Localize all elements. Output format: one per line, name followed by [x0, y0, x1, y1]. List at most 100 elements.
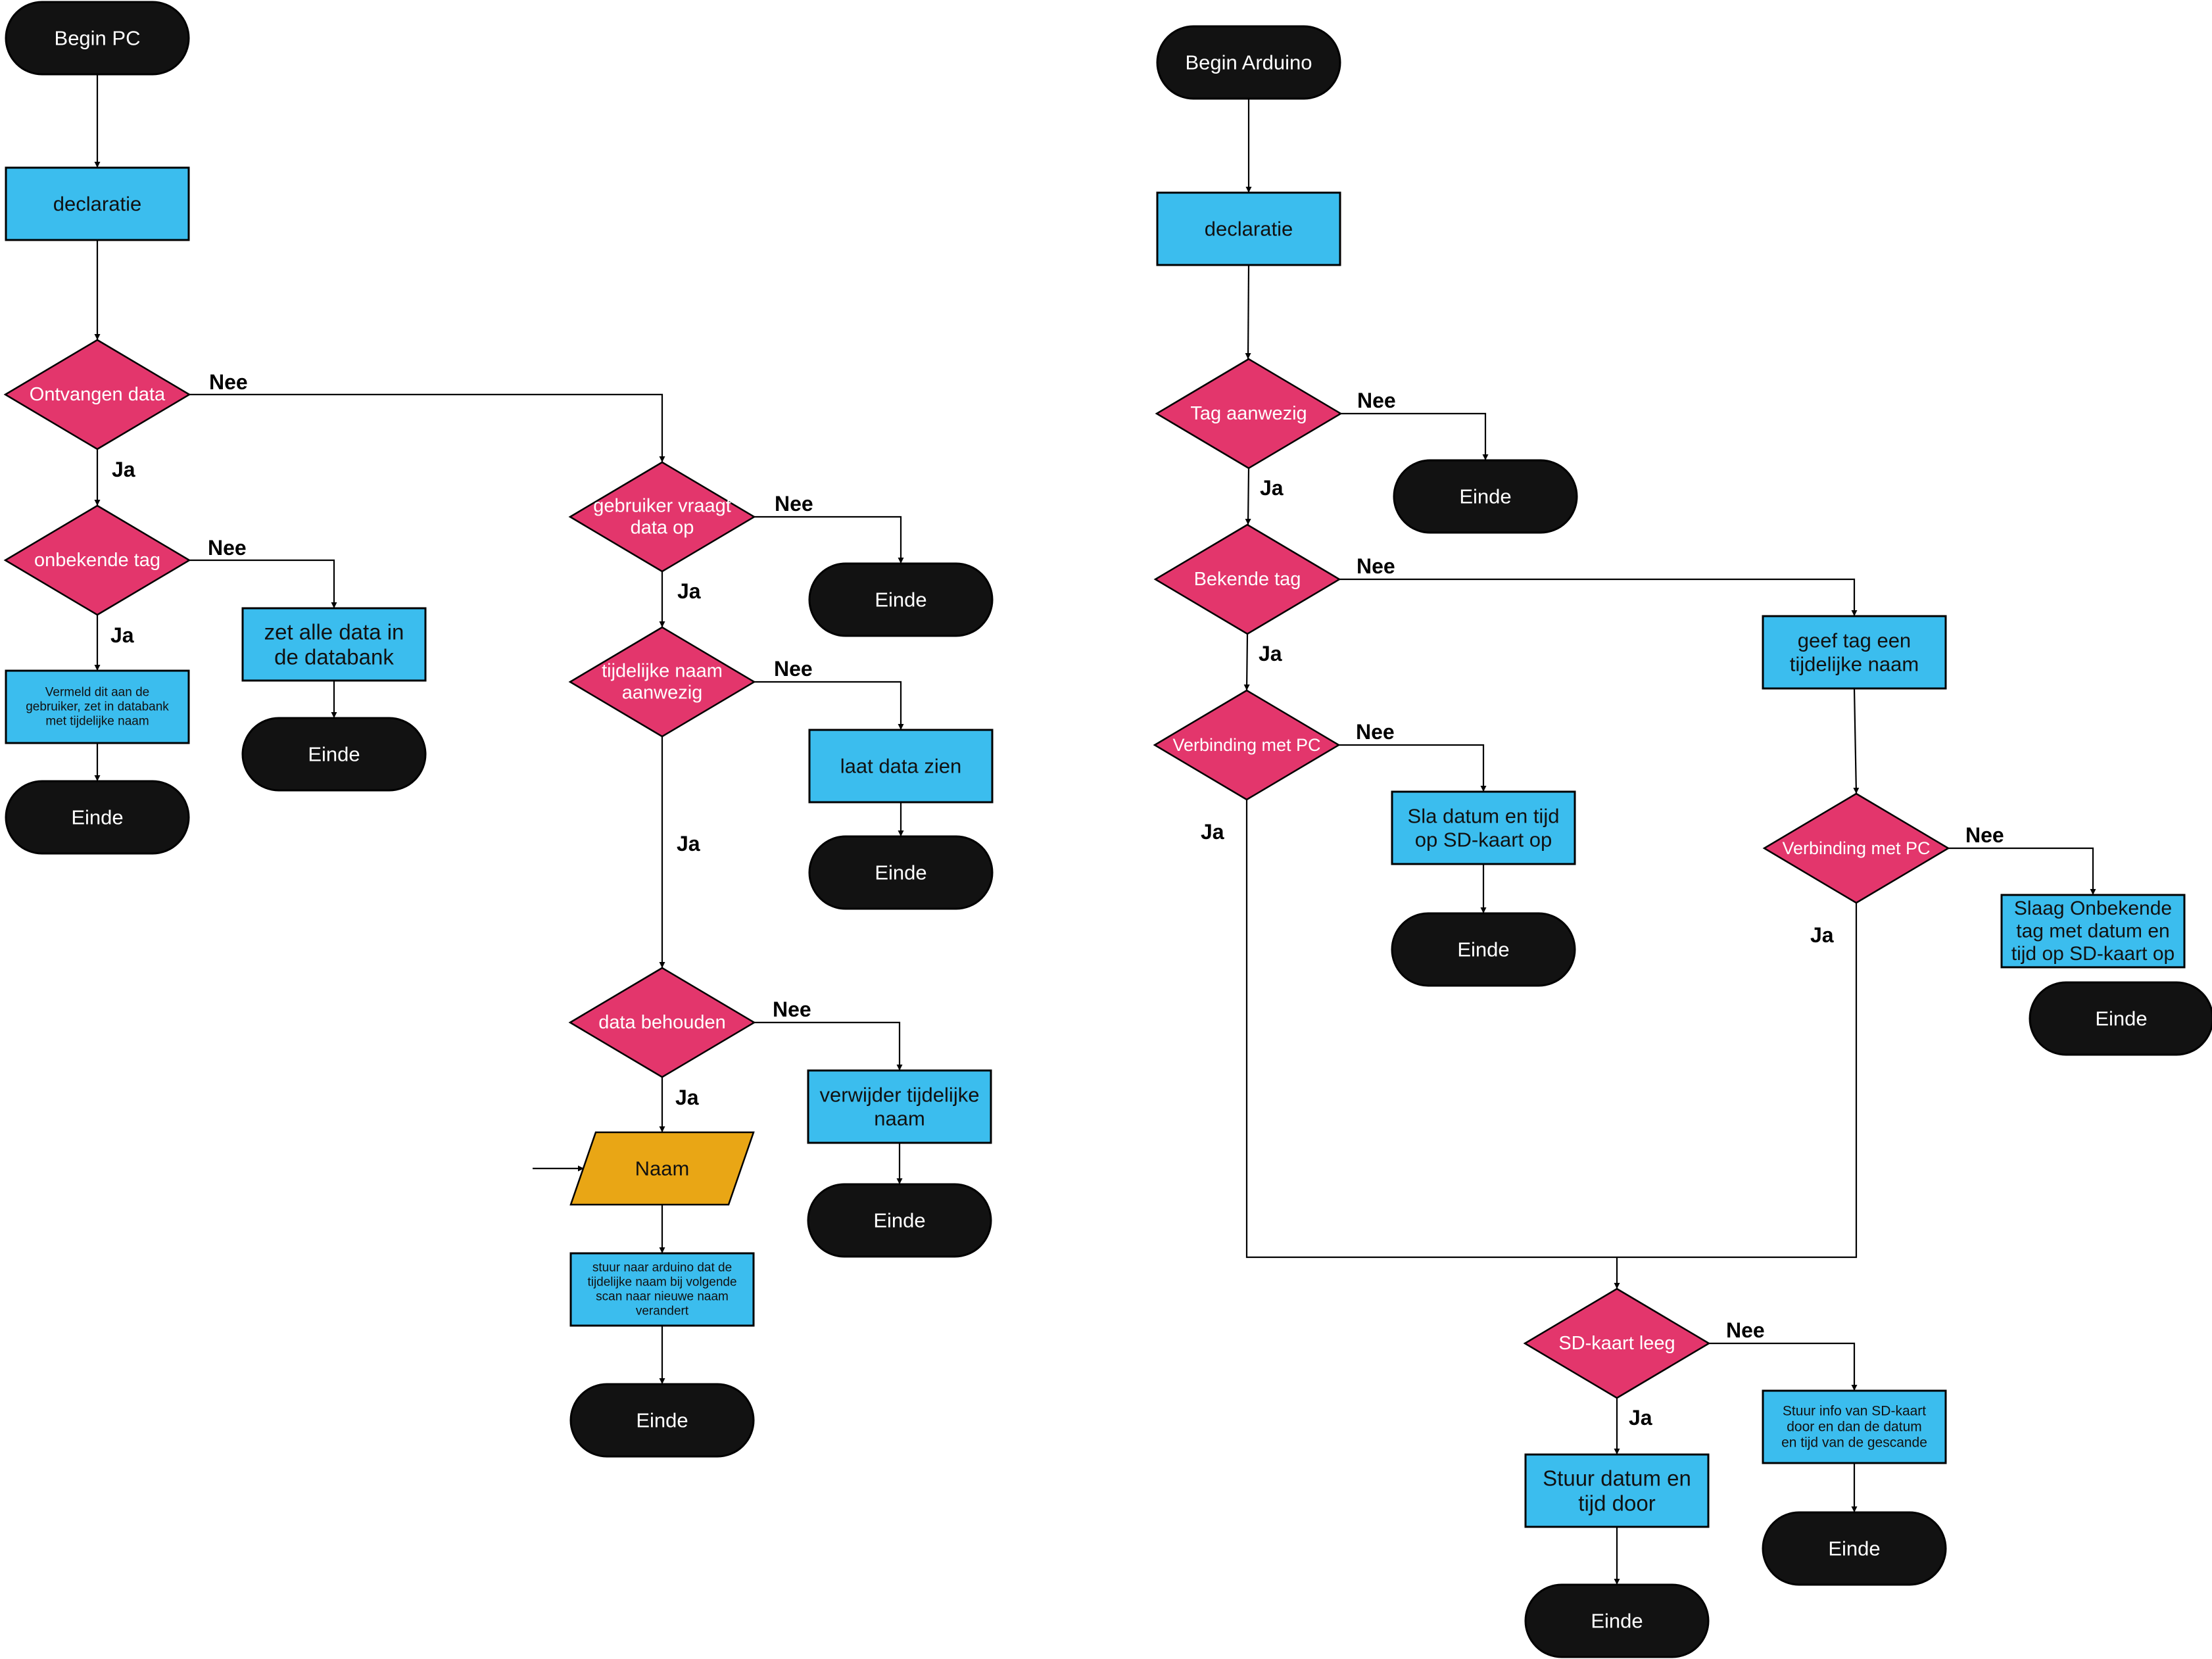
ard-einde-slaag-label: Einde	[2095, 1007, 2147, 1030]
pc-begin-shape	[5, 1, 190, 76]
pc-begin-label: Begin PC	[55, 27, 141, 50]
pc-einde-databank-shape	[241, 717, 427, 792]
connector-30	[1245, 800, 1858, 1259]
pc-stuur-arduino-label-3: scan naar nieuwe naam	[596, 1289, 729, 1303]
ard-bekende-tag-shape	[1153, 523, 1341, 635]
ard-declaratie-shape	[1156, 191, 1341, 266]
ard-begin-label: Begin Arduino	[1185, 51, 1312, 74]
ard-einde-tag-shape	[1393, 459, 1578, 534]
ard-verbinding-pc-2[interactable]: Verbinding met PC	[1762, 792, 1950, 904]
pc-zet-alle-data[interactable]: zet alle data inde databank	[241, 607, 427, 682]
ard-verbinding-pc-2-label: Verbinding met PC	[1782, 838, 1930, 858]
pc-einde-stuur-label: Einde	[636, 1409, 688, 1432]
ard-sla-datum-label-1: Sla datum en tijd	[1408, 805, 1560, 828]
pc-data-behouden-ja-label: Ja	[675, 1086, 699, 1109]
pc-zet-alle-data-shape	[241, 607, 427, 682]
pc-stuur-arduino-label-1: stuur naar arduino dat de	[592, 1261, 732, 1275]
pc-zet-alle-data-label-1: zet alle data in	[264, 620, 404, 644]
pc-einde-vermeld[interactable]: Einde	[5, 780, 190, 855]
ard-tag-aanwezig[interactable]: Tag aanwezig	[1155, 358, 1343, 469]
ard-bekende-tag-label: Bekende tag	[1194, 569, 1301, 590]
decision-branch-labels: NeeJaNeeJaNeeJaNeeJaNeeJaNeeJaNeeJaNeeJa…	[110, 370, 2004, 1430]
ard-einde-tag[interactable]: Einde	[1393, 459, 1578, 534]
pc-tijdelijke-naam-shape	[568, 626, 756, 738]
ard-stuur-info-shape	[1762, 1389, 1947, 1464]
connector-21	[1245, 264, 1251, 360]
pc-einde-databank[interactable]: Einde	[241, 717, 427, 792]
pc-vermeld-shape	[5, 669, 190, 744]
pc-ontvangen-data[interactable]: Ontvangen data	[3, 339, 191, 450]
pc-einde-vermeld-label: Einde	[71, 806, 123, 829]
connector-4	[189, 393, 665, 462]
pc-onbekende-tag[interactable]: onbekende tag	[3, 504, 191, 616]
pc-einde-vermeld-shape	[5, 780, 190, 855]
ard-einde-sla-shape	[1391, 912, 1576, 987]
pc-einde-vraagt-label: Einde	[875, 589, 926, 612]
pc-einde-verwijder[interactable]: Einde	[807, 1183, 992, 1258]
pc-naam[interactable]: Naam	[569, 1131, 755, 1206]
ard-verbinding-pc-2-shape	[1762, 792, 1950, 904]
ard-stuur-datum-shape	[1524, 1453, 1710, 1528]
ard-declaratie[interactable]: declaratie	[1156, 191, 1341, 266]
ard-geef-tag-label-2: tijdelijke naam	[1790, 652, 1919, 675]
pc-data-behouden-label: data behouden	[598, 1012, 726, 1033]
pc-einde-vraagt-shape	[808, 562, 994, 637]
ard-tag-aanwezig-label: Tag aanwezig	[1190, 403, 1307, 424]
pc-data-behouden-shape	[568, 967, 756, 1078]
pc-onbekende-tag-shape	[3, 504, 191, 616]
ard-einde-stuur-datum[interactable]: Einde	[1524, 1583, 1710, 1658]
pc-einde-stuur[interactable]: Einde	[569, 1383, 755, 1458]
ard-slaag-onbekende-label-1: Slaag Onbekende	[2014, 898, 2172, 919]
ard-einde-info[interactable]: Einde	[1762, 1511, 1947, 1586]
pc-stuur-arduino-shape	[569, 1252, 755, 1327]
pc-einde-vraagt[interactable]: Einde	[808, 562, 994, 637]
ard-einde-info-label: Einde	[1828, 1537, 1880, 1560]
pc-verwijder-shape	[807, 1069, 992, 1144]
ard-einde-info-shape	[1762, 1511, 1947, 1586]
pc-gebruiker-vraagt-label-2: data op	[631, 517, 694, 539]
pc-ontvangen-data-shape	[3, 339, 191, 450]
pc-declaratie-shape	[5, 166, 190, 241]
ard-einde-slaag[interactable]: Einde	[2029, 981, 2212, 1056]
pc-laat-data-zien-shape	[808, 729, 994, 804]
ard-bekende-tag[interactable]: Bekende tag	[1153, 523, 1341, 635]
ard-begin[interactable]: Begin Arduino	[1156, 25, 1341, 100]
ard-begin-shape	[1156, 25, 1341, 100]
pc-gebruiker-vraagt-label-1: gebruiker vraagt	[593, 495, 731, 516]
pc-stuur-arduino-label-2: tijdelijke naam bij volgende	[587, 1276, 736, 1289]
connector-9	[754, 516, 904, 564]
ard-einde-stuur-datum-shape	[1524, 1583, 1710, 1658]
pc-gebruiker-vraagt-ja-label: Ja	[677, 579, 701, 603]
ard-verbinding-pc-1[interactable]: Verbinding met PC	[1153, 689, 1341, 801]
ard-einde-sla[interactable]: Einde	[1391, 912, 1576, 987]
ard-stuur-info-label-3: en tijd van de gescande	[1781, 1435, 1927, 1451]
pc-onbekende-tag-ja-label: Ja	[110, 623, 134, 647]
pc-laat-data-zien[interactable]: laat data zien	[808, 729, 994, 804]
ard-einde-stuur-datum-label: Einde	[1591, 1610, 1643, 1633]
pc-declaratie[interactable]: declaratie	[5, 166, 190, 241]
pc-einde-laat[interactable]: Einde	[808, 835, 994, 910]
pc-begin[interactable]: Begin PC	[5, 1, 190, 76]
ard-sla-datum-shape	[1391, 790, 1576, 865]
pc-naam-label: Naam	[635, 1157, 690, 1180]
pc-data-behouden[interactable]: data behouden	[568, 967, 756, 1078]
ard-einde-sla-label: Einde	[1457, 938, 1509, 961]
ard-slaag-onbekende-shape	[2000, 894, 2186, 969]
ard-sd-kaart-leeg[interactable]: SD-kaart leeg	[1523, 1287, 1711, 1399]
pc-einde-verwijder-label: Einde	[873, 1209, 925, 1232]
ard-sd-kaart-leeg-shape	[1523, 1287, 1711, 1399]
pc-ontvangen-data-ja-label: Ja	[112, 458, 135, 481]
connector-lines	[94, 74, 2096, 1585]
ard-tag-aanwezig-shape	[1155, 358, 1343, 469]
pc-ontvangen-data-label: Ontvangen data	[30, 384, 166, 405]
